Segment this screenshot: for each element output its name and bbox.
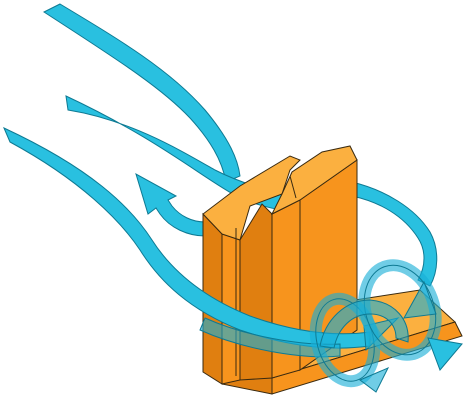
upper-flow-ribbon bbox=[42, 3, 241, 183]
inner-vortex-ribbon bbox=[319, 299, 409, 349]
recirculation-ribbon bbox=[135, 172, 206, 237]
wake-vortex-right bbox=[358, 259, 463, 371]
